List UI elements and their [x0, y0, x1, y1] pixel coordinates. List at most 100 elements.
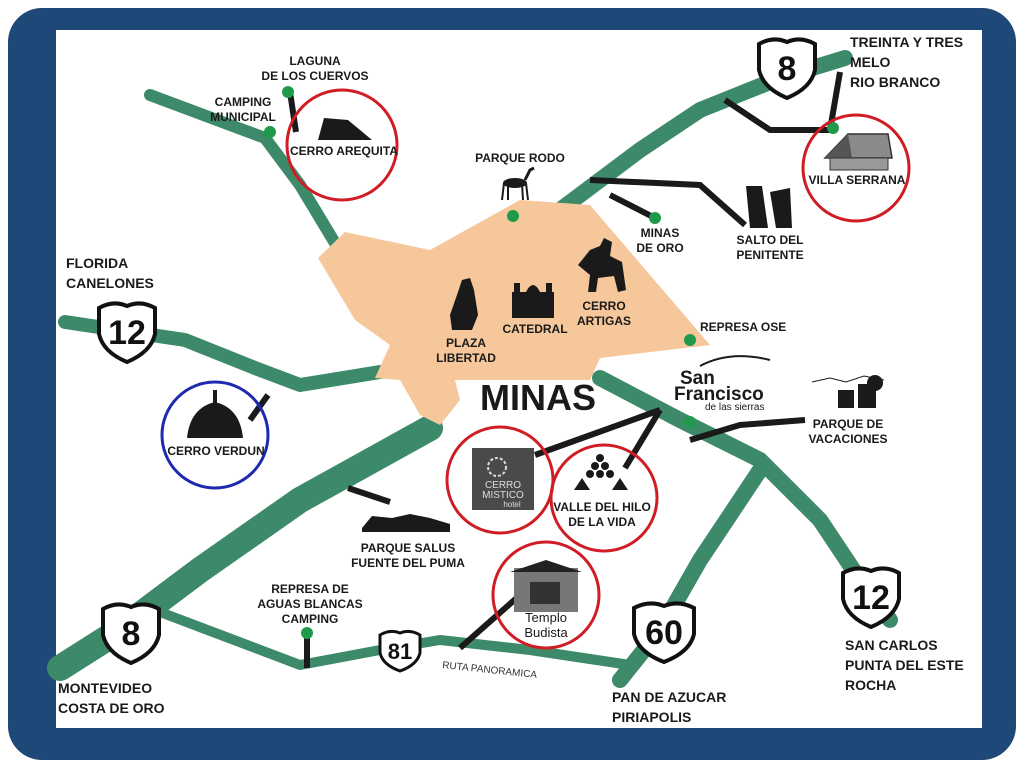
- svg-text:CERRO: CERRO: [485, 480, 521, 491]
- svg-text:PLAZA: PLAZA: [446, 336, 486, 350]
- svg-text:COSTA DE ORO: COSTA DE ORO: [58, 700, 165, 716]
- dot-minas-de-oro[interactable]: [649, 212, 661, 224]
- road-arequita: [144, 89, 344, 254]
- dot-san-francisco[interactable]: [684, 416, 696, 428]
- statue-icon: [450, 278, 478, 330]
- svg-text:hotel: hotel: [503, 500, 521, 509]
- ring-valle-hilo[interactable]: [549, 443, 659, 553]
- label-laguna: LAGUNA DE LOS CUERVOS: [261, 54, 368, 83]
- shield-route-12-south: 12: [841, 566, 901, 630]
- label-valle-hilo: VALLE DEL HILO DE LA VIDA: [553, 500, 651, 529]
- svg-text:PARQUE SALUS: PARQUE SALUS: [361, 541, 455, 555]
- svg-text:LIBERTAD: LIBERTAD: [436, 351, 496, 365]
- svg-text:MONTEVIDEO: MONTEVIDEO: [58, 680, 152, 696]
- svg-text:ARTIGAS: ARTIGAS: [577, 314, 631, 328]
- label-templo-budista: Templo Budista: [524, 610, 568, 640]
- route-8-north-number: 8: [778, 50, 797, 88]
- svg-text:PENITENTE: PENITENTE: [736, 248, 803, 262]
- ring-cerro-verdun[interactable]: [160, 380, 270, 490]
- svg-text:RIO BRANCO: RIO BRANCO: [850, 74, 940, 90]
- svg-text:DE LOS CUERVOS: DE LOS CUERVOS: [261, 69, 368, 83]
- dest-west: FLORIDA CANELONES: [66, 255, 154, 291]
- cathedral-icon: [512, 283, 554, 318]
- dot-represa-ose[interactable]: [684, 334, 696, 346]
- dot-villa-serrana[interactable]: [827, 122, 839, 134]
- spur-minas-de-oro: [608, 192, 657, 221]
- spur-cerro-mistico: [533, 407, 662, 458]
- svg-text:DE ORO: DE ORO: [636, 241, 683, 255]
- pyramid-icon: [574, 454, 628, 490]
- svg-text:PAN DE AZUCAR: PAN DE AZUCAR: [612, 689, 726, 705]
- svg-text:LAGUNA: LAGUNA: [289, 54, 341, 68]
- puma-icon: [362, 514, 450, 532]
- svg-text:Budista: Budista: [524, 625, 568, 640]
- label-plaza-libertad: PLAZA LIBERTAD: [436, 336, 496, 365]
- shield-route-8-south: 8: [101, 602, 161, 666]
- road-route-60: [612, 462, 768, 688]
- route-12-west-number: 12: [108, 314, 146, 352]
- shield-route-81: 81: [378, 629, 422, 673]
- dest-south-east: SAN CARLOS PUNTA DEL ESTE ROCHA: [845, 637, 964, 693]
- shield-route-60: 60: [632, 601, 696, 665]
- svg-text:VACACIONES: VACACIONES: [808, 432, 887, 446]
- shield-route-8-north: 8: [757, 37, 817, 101]
- label-cerro-arequita: CERRO AREQUITA: [290, 144, 398, 158]
- label-parque-salus: PARQUE SALUS FUENTE DEL PUMA: [351, 541, 465, 570]
- ring-villa-serrana[interactable]: [801, 113, 911, 223]
- dot-parque-rodo[interactable]: [507, 210, 519, 222]
- label-parque-rodo: PARQUE RODO: [475, 151, 565, 165]
- svg-text:SAN CARLOS: SAN CARLOS: [845, 637, 938, 653]
- label-villa-serrana: VILLA SERRANA: [809, 173, 906, 187]
- svg-text:PUNTA DEL ESTE: PUNTA DEL ESTE: [845, 657, 964, 673]
- spur-vacaciones: [689, 417, 806, 443]
- label-minas-de-oro: MINAS DE ORO: [636, 226, 683, 255]
- svg-text:REPRESA DE: REPRESA DE: [271, 582, 349, 596]
- svg-text:MISTICO: MISTICO: [482, 490, 524, 501]
- svg-text:AGUAS BLANCAS: AGUAS BLANCAS: [257, 597, 362, 611]
- spur-arequita: [287, 91, 299, 133]
- svg-text:FLORIDA: FLORIDA: [66, 255, 128, 271]
- svg-text:CAMPING: CAMPING: [282, 612, 339, 626]
- svg-text:Francisco: Francisco: [674, 384, 764, 405]
- svg-text:TREINTA Y TRES: TREINTA Y TRES: [850, 34, 963, 50]
- dot-aguas-blancas[interactable]: [301, 627, 313, 639]
- dome-icon: [187, 390, 243, 438]
- spur-parque-salus: [347, 485, 391, 505]
- dest-north-east: TREINTA Y TRES MELO RIO BRANCO: [850, 34, 963, 90]
- svg-text:PARQUE DE: PARQUE DE: [813, 417, 883, 431]
- location-dots: [264, 86, 839, 639]
- route-81-number: 81: [388, 639, 412, 664]
- svg-text:PIRIAPOLIS: PIRIAPOLIS: [612, 709, 691, 725]
- svg-text:CERRO: CERRO: [582, 299, 625, 313]
- road-network: [47, 50, 898, 688]
- svg-text:MINAS: MINAS: [641, 226, 680, 240]
- label-cerro-artigas: CERRO ARTIGAS: [577, 299, 631, 328]
- svg-text:ROCHA: ROCHA: [845, 677, 896, 693]
- resort-icon: [811, 375, 885, 408]
- spur-salto-penitente: [589, 177, 747, 228]
- hotel-logo-icon: [472, 448, 534, 510]
- dot-laguna[interactable]: [282, 86, 294, 98]
- ring-cerro-arequita[interactable]: [285, 88, 399, 202]
- svg-text:FUENTE DEL PUMA: FUENTE DEL PUMA: [351, 556, 465, 570]
- dot-camping-municipal[interactable]: [264, 126, 276, 138]
- svg-text:MELO: MELO: [850, 54, 891, 70]
- hill-icon: [318, 118, 372, 140]
- dest-south: PAN DE AZUCAR PIRIAPOLIS: [612, 689, 726, 725]
- ring-templo-budista[interactable]: [491, 540, 601, 650]
- label-parque-vacaciones: PARQUE DE VACACIONES: [808, 417, 887, 446]
- road-route-8-south: [47, 415, 443, 681]
- spur-valle-hilo: [622, 408, 663, 470]
- deer-icon: [501, 166, 535, 201]
- city-name: MINAS: [480, 377, 596, 418]
- svg-text:DE LA VIDA: DE LA VIDA: [568, 515, 636, 529]
- house-icon: [823, 133, 893, 171]
- label-camping-municipal: CAMPING MUNICIPAL: [210, 95, 276, 124]
- label-represa-ose: REPRESA OSE: [700, 320, 786, 334]
- san-francisco-logo: San Francisco de las sierras: [674, 355, 771, 413]
- label-salto-penitente: SALTO DEL PENITENTE: [736, 233, 803, 262]
- spur-villa-serrana: [723, 71, 843, 133]
- svg-text:VALLE DEL HILO: VALLE DEL HILO: [553, 500, 651, 514]
- svg-text:CAMPING: CAMPING: [215, 95, 272, 109]
